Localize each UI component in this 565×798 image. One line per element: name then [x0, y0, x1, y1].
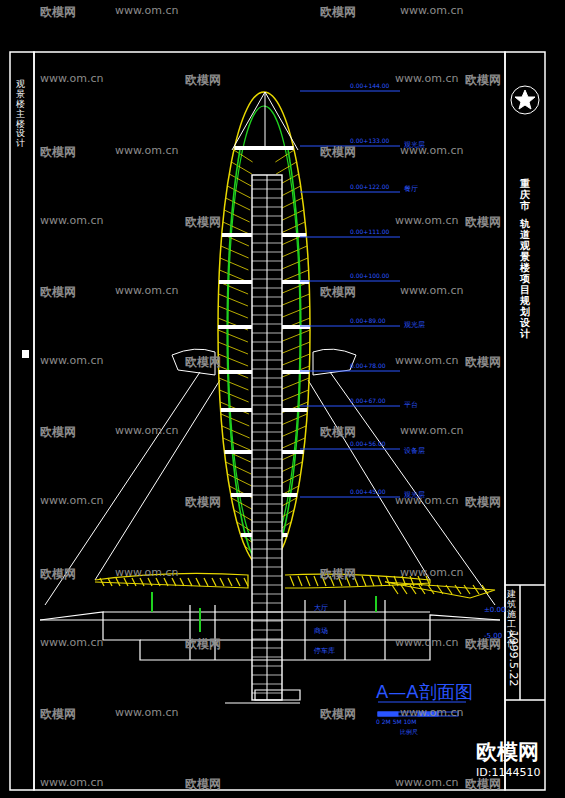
section-caption: A—A剖面图: [376, 680, 473, 704]
watermark: 欧模网: [185, 636, 221, 653]
watermark: 欧模网: [320, 566, 356, 583]
floor-note: 观光层: [404, 490, 425, 500]
elevation-label: 0.00+45.00: [350, 488, 386, 495]
watermark: 欧模网: [185, 214, 221, 231]
elevation-label: 0.00+133.00: [350, 137, 389, 144]
watermark: www.om.cn: [115, 566, 178, 579]
watermark: 欧模网: [320, 706, 356, 723]
watermark: www.om.cn: [395, 214, 458, 227]
green-columns: [152, 592, 376, 632]
elevation-label: 0.00+56.00: [350, 440, 386, 447]
project-city: 重庆市: [520, 178, 530, 211]
watermark: 欧模网: [40, 284, 76, 301]
elevation-label: 0.00+67.00: [350, 397, 386, 404]
watermark: 欧模网: [40, 424, 76, 441]
watermark: 欧模网: [185, 354, 221, 371]
watermark: 欧模网: [465, 494, 501, 511]
side-title: 观景楼主楼设计: [16, 80, 25, 149]
title-divider: [505, 699, 545, 701]
watermark: www.om.cn: [395, 354, 458, 367]
watermark: www.om.cn: [395, 636, 458, 649]
watermark: 欧模网: [465, 354, 501, 371]
watermark: www.om.cn: [400, 706, 463, 719]
room-label: 大厅: [314, 603, 328, 613]
watermark: 欧模网: [465, 72, 501, 89]
watermark: 欧模网: [320, 424, 356, 441]
watermark: www.om.cn: [115, 144, 178, 157]
elevation-label: 0.00+89.00: [350, 317, 386, 324]
room-label: 停车库: [314, 646, 335, 656]
watermark: 欧模网: [40, 144, 76, 161]
watermark: 欧模网: [320, 4, 356, 21]
date: 1999.5.22: [507, 631, 520, 687]
elevation-label: 0.00+144.00: [350, 82, 389, 89]
podium: [40, 600, 500, 703]
watermark: www.om.cn: [400, 4, 463, 17]
watermark: www.om.cn: [40, 776, 103, 789]
image-id: ID:1144510: [476, 766, 540, 779]
room-label: 商场: [314, 626, 328, 636]
brand-logo: 欧模网: [476, 738, 539, 766]
elevation-label: 0.00+122.00: [350, 183, 389, 190]
watermark: 欧模网: [40, 566, 76, 583]
elevation-label: 0.00+111.00: [350, 228, 389, 235]
watermark: www.om.cn: [40, 354, 103, 367]
watermark: www.om.cn: [400, 566, 463, 579]
scale-title: 比例尺: [400, 728, 418, 737]
watermark: www.om.cn: [115, 706, 178, 719]
title-divider: [505, 584, 545, 586]
level-label: ±0.00: [484, 606, 505, 614]
watermark: www.om.cn: [40, 494, 103, 507]
floor-note: 观光层: [404, 320, 425, 330]
mark: [22, 350, 29, 358]
watermark: www.om.cn: [115, 424, 178, 437]
watermark: 欧模网: [40, 706, 76, 723]
watermark: 欧模网: [40, 4, 76, 21]
watermark: www.om.cn: [40, 636, 103, 649]
watermark: www.om.cn: [395, 72, 458, 85]
watermark: 欧模网: [320, 284, 356, 301]
watermark: 欧模网: [185, 776, 221, 793]
elevation-label: 0.00+78.00: [350, 362, 386, 369]
title-strip: [505, 52, 545, 790]
floor-note: 平台: [404, 400, 418, 410]
floor-note: 餐厅: [404, 184, 418, 194]
watermark: www.om.cn: [400, 424, 463, 437]
floor-note: 观光层: [404, 140, 425, 150]
level-label: -5.00: [484, 632, 502, 640]
watermark: 欧模网: [185, 494, 221, 511]
emblem: [511, 86, 539, 114]
project-title: 轨道观景楼项目规划设计: [520, 218, 530, 339]
watermark: 欧模网: [465, 214, 501, 231]
watermark: www.om.cn: [40, 214, 103, 227]
tower: [45, 91, 495, 700]
watermark: www.om.cn: [40, 72, 103, 85]
watermark: 欧模网: [320, 144, 356, 161]
drawing-frame: [34, 52, 505, 790]
watermark: www.om.cn: [115, 4, 178, 17]
left-strip: [10, 52, 34, 790]
watermark: www.om.cn: [115, 284, 178, 297]
watermark: 欧模网: [185, 72, 221, 89]
elevation-label: 0.00+100.00: [350, 272, 389, 279]
floor-note: 设备层: [404, 446, 425, 456]
watermark: www.om.cn: [395, 776, 458, 789]
scale-text: 0 2M 5M 10M: [376, 718, 416, 725]
watermark: www.om.cn: [400, 284, 463, 297]
